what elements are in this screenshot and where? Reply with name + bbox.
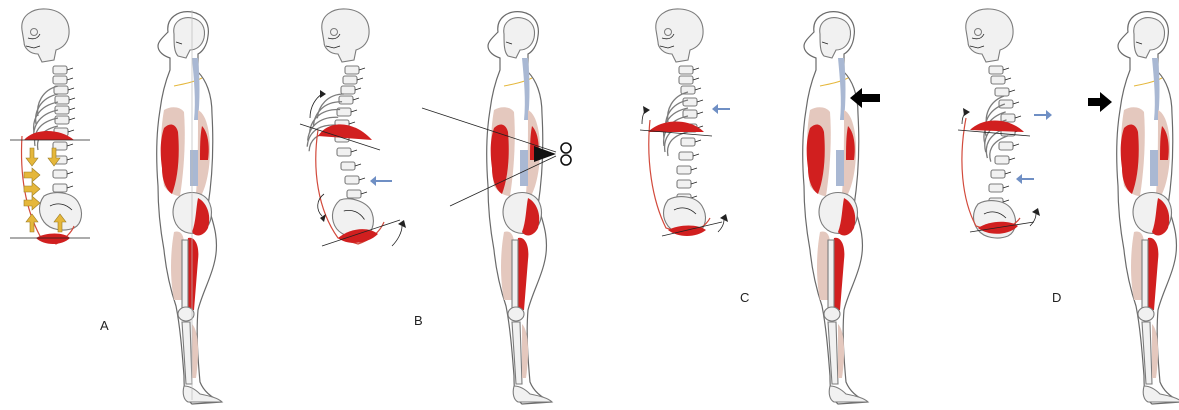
emphasis-arrow-icon xyxy=(1088,92,1112,112)
panel-c-standing-figure xyxy=(803,12,868,404)
panel-d-diaphragm xyxy=(970,120,1024,132)
panel-c-trunk-diagram xyxy=(640,9,730,236)
panel-d-skull xyxy=(966,9,1013,62)
panel-b-blue-arrow-icon xyxy=(370,176,392,186)
panel-label-d: D xyxy=(1052,290,1061,305)
panel-label-c: C xyxy=(740,290,749,305)
panel-c-skull xyxy=(656,9,703,62)
panel-b-skull xyxy=(322,9,369,62)
panel-d-standing-figure xyxy=(1117,12,1179,404)
panel-a-skull xyxy=(22,9,69,62)
panel-a-trunk-diagram xyxy=(10,9,90,244)
panel-d-blue-arrow-icon-lower xyxy=(1016,174,1034,184)
panel-b-trunk-diagram xyxy=(300,9,406,246)
panel-c-blue-arrow-icon xyxy=(712,104,730,114)
panel-label-b: B xyxy=(414,313,423,328)
panel-d-trunk-diagram xyxy=(958,9,1052,238)
panel-d-blue-arrow-icon-upper xyxy=(1034,110,1052,120)
panel-b-standing-figure xyxy=(487,12,552,404)
panel-a-pelvic-floor xyxy=(36,234,70,245)
panel-c-diaphragm xyxy=(648,122,704,133)
panel-d-spine xyxy=(989,66,1021,206)
panel-label-a: A xyxy=(100,318,109,333)
panel-a-standing-figure xyxy=(157,10,222,404)
